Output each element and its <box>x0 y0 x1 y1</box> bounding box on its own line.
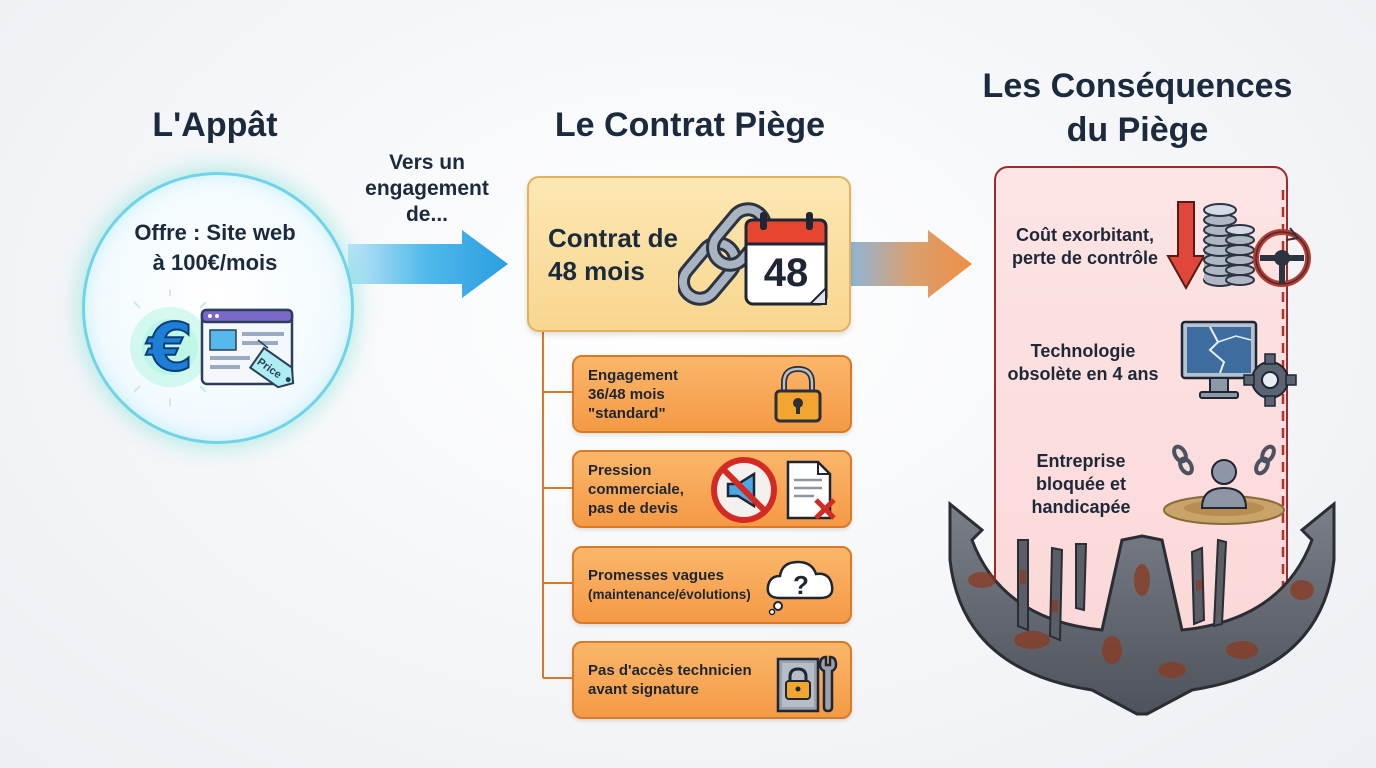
risk-4-line-2: avant signature <box>588 681 699 698</box>
bait-offer-line-1: Offre : Site web <box>134 220 296 245</box>
arrow-to-consequences <box>850 230 972 298</box>
bait-offer-line-2: à 100€/mois <box>152 250 278 275</box>
flow-label: Vers un engagement de... <box>352 150 502 228</box>
risk-item-text: Engagement 36/48 mois "standard" <box>588 357 678 431</box>
risk-item: Engagement 36/48 mois "standard" <box>572 355 852 433</box>
risk-2-line-3: pas de devis <box>588 499 679 517</box>
risk-tree-connector <box>542 328 572 679</box>
chain-calendar-illustration: 48 <box>678 202 828 306</box>
consequence-item: Technologie obsolète en 4 ans <box>992 340 1174 386</box>
risk-item: Pas d'accès technicien avant signature <box>572 641 852 719</box>
risk-4-line-1: Pas d'accès technicien <box>588 662 752 679</box>
sinking-person-icon <box>1163 444 1285 525</box>
arrow-to-contract <box>348 230 508 298</box>
risk-3-line-1: Promesses vagues <box>588 567 724 584</box>
consequence-2-line-1: Technologie <box>1030 341 1136 361</box>
risk-1-line-1: Engagement <box>588 366 679 384</box>
consequence-1-line-1: Coût exorbitant, <box>1016 225 1154 245</box>
bait-circle <box>82 172 354 444</box>
broken-monitor-icon <box>1180 320 1297 407</box>
risk-3-line-2: (maintenance/évolutions) <box>588 587 751 602</box>
risk-item-text: Promesses vagues (maintenance/évolutions… <box>588 548 751 622</box>
svg-text:?: ? <box>793 570 809 600</box>
risk-2-line-1: Pression <box>588 461 652 479</box>
svg-text:€: € <box>145 309 193 386</box>
bait-offer-text: Offre : Site web à 100€/mois <box>100 218 330 278</box>
contract-line-1: Contrat de <box>548 223 678 253</box>
risk-item-text: Pression commerciale, pas de devis <box>588 452 684 526</box>
rusty-anchor-illustration <box>948 500 1336 716</box>
flow-label-line-2: engagement <box>365 177 489 200</box>
coins-down-icon <box>1166 201 1311 291</box>
flow-label-line-3: de... <box>405 203 448 226</box>
consequence-3-line-1: Entreprise <box>1036 451 1126 471</box>
consequences-title-line-1: Les Conséquences <box>982 67 1293 105</box>
risk-1-line-2: 36/48 mois <box>588 385 665 403</box>
contract-line-2: 48 mois <box>548 256 645 286</box>
risk-2-line-2: commerciale, <box>588 480 684 498</box>
question-cloud-icon: ? <box>766 560 834 616</box>
risk-item: Pression commerciale, pas de devis <box>572 450 852 528</box>
consequence-item: Coût exorbitant, perte de contrôle <box>1000 224 1170 270</box>
consequence-3-line-3: handicapée <box>1031 497 1131 517</box>
consequence-2-line-2: obsolète en 4 ans <box>1007 364 1159 384</box>
contract-box-text: Contrat de 48 mois <box>548 222 708 288</box>
euro-icon: € <box>144 308 194 387</box>
calendar-icon: 48 <box>744 212 828 306</box>
risk-item-text: Pas d'accès technicien avant signature <box>588 643 752 717</box>
euro-website-illustration: € Price <box>130 290 295 406</box>
calendar-number: 48 <box>764 251 809 295</box>
flow-label-line-1: Vers un <box>389 151 465 174</box>
bait-title: L'Appât <box>152 106 278 144</box>
contract-title: Le Contrat Piège <box>554 106 826 144</box>
padlock-icon <box>774 365 822 423</box>
price-tag-icon: Price <box>248 346 295 389</box>
consequence-3-line-2: bloquée et <box>1035 474 1126 494</box>
risk-item: Promesses vagues (maintenance/évolutions… <box>572 546 852 624</box>
consequence-1-line-2: perte de contrôle <box>1011 248 1159 268</box>
consequences-title-line-2: du Piège <box>1066 111 1209 149</box>
consequence-item: Entreprise bloquée et handicapée <box>1012 450 1150 519</box>
locked-wrench-icon <box>776 655 838 713</box>
risk-1-line-3: "standard" <box>588 404 666 422</box>
rejected-document-icon <box>786 460 836 520</box>
no-megaphone-icon <box>711 457 777 523</box>
consequences-title: Les Conséquences du Piège <box>950 64 1325 152</box>
